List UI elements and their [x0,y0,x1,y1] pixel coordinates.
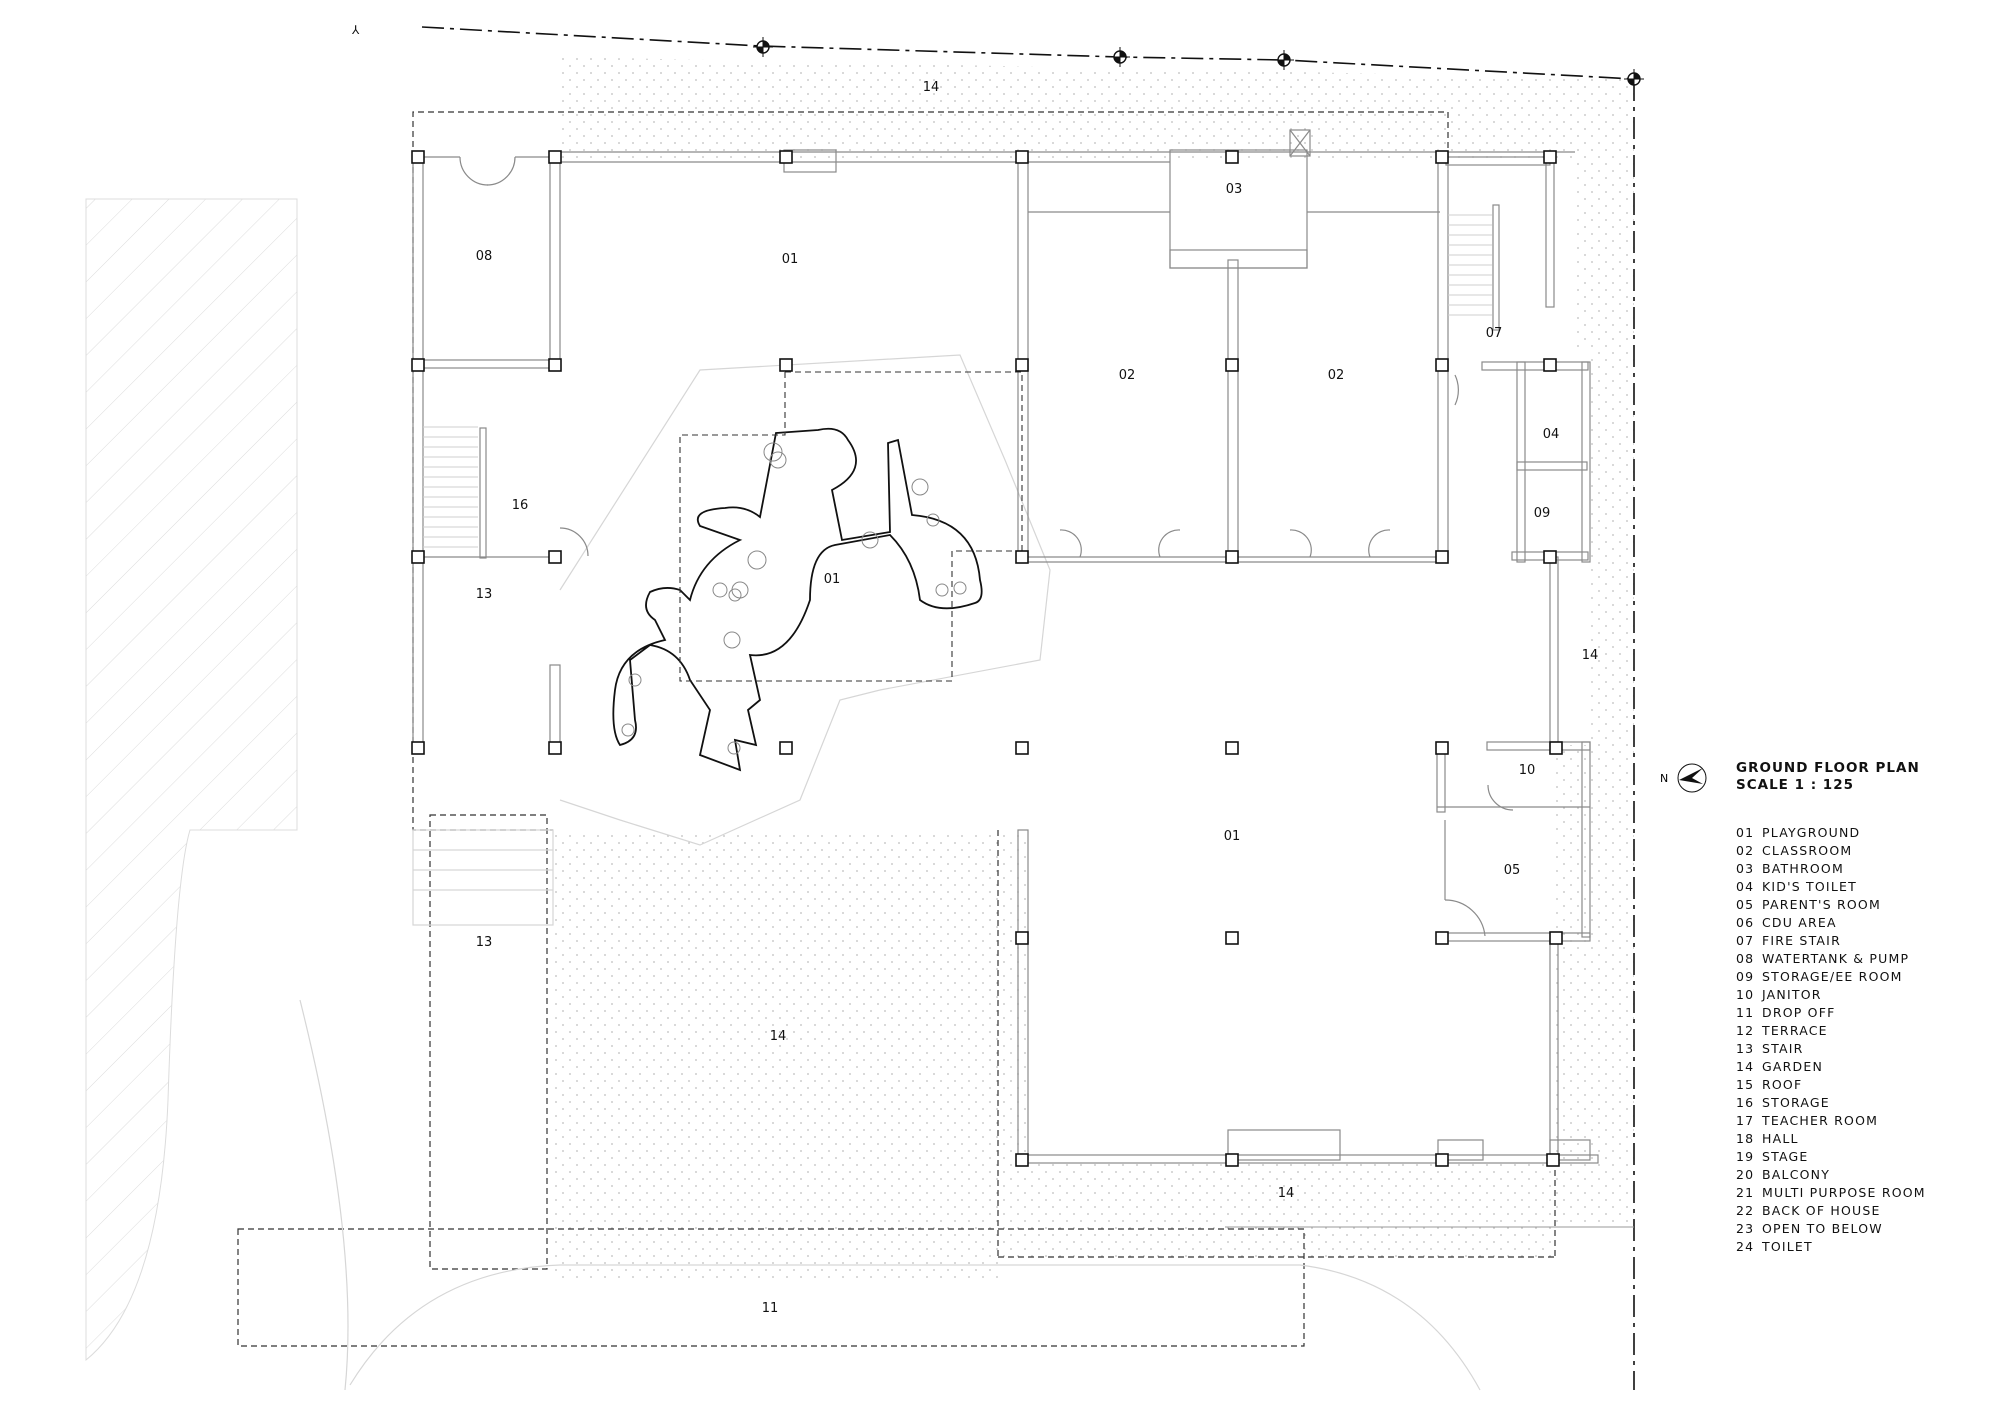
play-structure-dashed-outline [679,371,1023,682]
room-labels: 14 08 01 03 07 02 02 04 09 16 13 01 14 1… [476,80,1599,1316]
room-label-garden: 14 [923,80,940,95]
room-label-classroom: 02 [1119,368,1136,383]
room-label-stair: 13 [476,587,493,602]
structural-columns [411,150,1563,1167]
room-label-kids-toilet: 04 [1543,427,1560,442]
neighbor-building-hatch [85,198,298,1362]
drawing-title: GROUND FLOOR PLAN [1736,760,1920,776]
drawing-scale: SCALE 1 : 125 [1736,777,1854,793]
room-label-janitor: 10 [1519,763,1536,778]
room-label-storage: 16 [512,498,529,513]
garden-areas [553,57,1634,1282]
svg-text:⅄: ⅄ [351,23,360,37]
room-label-garden: 14 [1278,1186,1295,1201]
room-label-storage-ee: 09 [1534,506,1551,521]
room-label-playground: 01 [824,572,841,587]
room-label-playground: 01 [1224,829,1241,844]
north-label: N [1660,772,1669,785]
room-label-watertank: 08 [476,249,493,264]
north-indicator: N [1660,760,1710,796]
room-label-playground: 01 [782,252,799,267]
room-label-bathroom: 03 [1226,182,1243,197]
room-label-drop-off: 11 [762,1301,779,1316]
stair-treads [423,214,1492,548]
room-label-garden: 14 [770,1029,787,1044]
room-label-garden: 14 [1582,648,1599,663]
room-label-classroom: 02 [1328,368,1345,383]
room-label-stair: 13 [476,935,493,950]
survey-pins: ⅄ [351,23,1644,89]
room-label-parents-room: 05 [1504,863,1521,878]
play-structure [612,427,983,772]
north-arrow-icon [1677,763,1707,793]
room-label-fire-stair: 07 [1486,326,1503,341]
play-surface-boundary [299,354,1481,1391]
